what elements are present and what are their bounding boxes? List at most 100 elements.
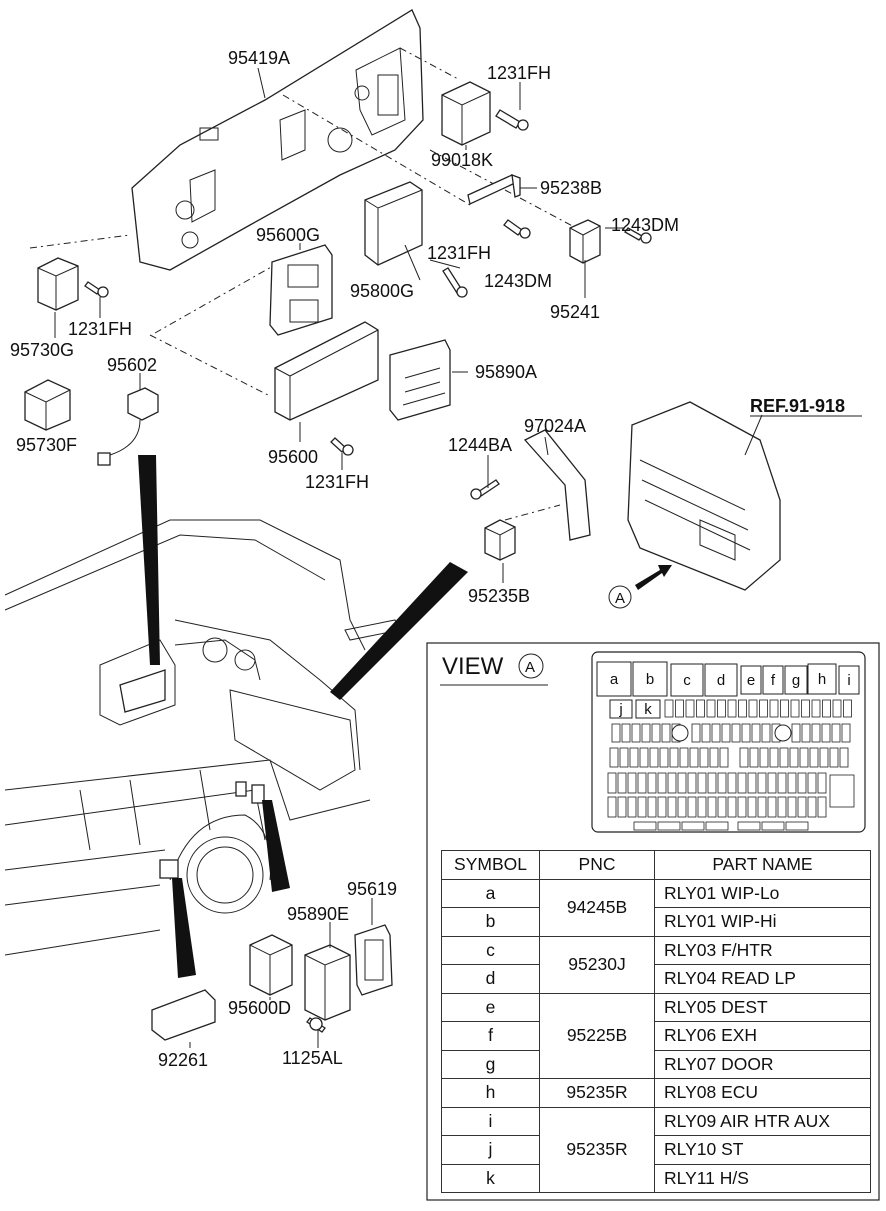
bracket-97024A xyxy=(523,429,591,541)
fuse-cell xyxy=(749,747,759,768)
fuse-cell xyxy=(779,747,789,768)
fuse-cell xyxy=(681,821,705,831)
fuse-cell xyxy=(767,796,777,818)
module-95600 xyxy=(274,321,379,421)
fuse-cell xyxy=(707,772,717,794)
fuse-cell xyxy=(687,772,697,794)
fuse-cell xyxy=(657,796,667,818)
label-1243DM: 1243DM xyxy=(484,271,552,291)
part-name-cell: RLY06 EXH xyxy=(654,1021,871,1051)
fuse-cell xyxy=(657,772,667,794)
symbol-cell: c xyxy=(441,935,540,965)
relay-slot-h xyxy=(807,663,837,695)
pnc-cell: 94245B xyxy=(539,878,655,937)
fuse-cell xyxy=(717,796,727,818)
part-92261 xyxy=(151,989,216,1041)
table-header-row: SYMBOL PNC PART NAME xyxy=(441,850,871,880)
header-symbol: SYMBOL xyxy=(441,850,540,880)
fuse-cell xyxy=(807,772,817,794)
fuse-cell xyxy=(717,772,727,794)
table-row: g RLY07 DOOR xyxy=(441,1049,871,1079)
fuse-cell xyxy=(739,747,749,768)
relay-slot-label: b xyxy=(646,671,654,688)
table-row: h 95235R RLY08 ECU xyxy=(441,1078,871,1108)
fuse-cell xyxy=(706,699,716,718)
symbol-cell: e xyxy=(441,992,540,1022)
fuse-cell xyxy=(679,747,689,768)
arrow-letter: A xyxy=(615,590,625,607)
label-1243DM: 1243DM xyxy=(611,215,679,235)
label-95600D: 95600D xyxy=(228,998,291,1018)
label-92261: 92261 xyxy=(158,1050,208,1070)
pnc-cell: 95230J xyxy=(539,935,655,994)
fuse-cell xyxy=(707,796,717,818)
fuse-cell xyxy=(677,796,687,818)
fuse-cell xyxy=(843,699,852,718)
fuse-cell xyxy=(759,699,768,718)
fuse-cell xyxy=(633,821,657,831)
fuse-cell xyxy=(697,796,707,818)
table-row: c 95230J RLY03 F/HTR xyxy=(441,935,871,994)
part-name-cell: RLY11 H/S xyxy=(654,1163,871,1193)
fuse-cell xyxy=(647,772,657,794)
fuse-cell xyxy=(807,796,817,818)
relay-slot-k xyxy=(635,699,661,719)
fuse-cell xyxy=(664,699,674,718)
fuse-cell xyxy=(761,821,785,831)
fuse-cell xyxy=(627,772,637,794)
relay-slot-f xyxy=(762,665,784,695)
fuse-cell xyxy=(809,747,819,768)
fuse-cell xyxy=(699,747,709,768)
fuse-cell xyxy=(769,699,779,718)
symbol-cell: i xyxy=(441,1106,540,1136)
fuse-cell xyxy=(629,747,639,768)
symbol-cell: k xyxy=(441,1163,540,1193)
fuse-cell xyxy=(649,747,659,768)
fuse-cell xyxy=(785,821,809,831)
relay-95730G xyxy=(37,257,79,311)
relay-slot-label: c xyxy=(683,672,691,689)
fuse-cell xyxy=(841,723,851,743)
view-panel-border xyxy=(426,642,880,1201)
table-row: b RLY01 WIP-Hi xyxy=(441,907,871,937)
pnc-cell: 95225B xyxy=(539,992,655,1079)
mount-hole-icon xyxy=(774,724,792,742)
fuse-cell xyxy=(789,747,799,768)
ref-label: REF.91-918 xyxy=(750,396,845,416)
label-97024A: 97024A xyxy=(524,416,586,436)
fuse-cell xyxy=(607,796,617,818)
bracket-95238B xyxy=(467,174,521,205)
label-99018K: 99018K xyxy=(431,150,493,170)
module-95890A xyxy=(389,339,451,421)
fuse-cell xyxy=(661,723,671,743)
fuse-cell xyxy=(737,772,747,794)
fuse-cell xyxy=(709,747,719,768)
relay-95600D xyxy=(249,934,293,996)
fuse-cell xyxy=(819,747,829,768)
fuse-cell xyxy=(719,747,729,768)
mount-hole-icon xyxy=(671,724,689,742)
table-row: i 95235R RLY09 AIR HTR AUX xyxy=(441,1106,871,1193)
label-1125AL: 1125AL xyxy=(282,1048,343,1068)
fuse-cell xyxy=(817,796,827,818)
part-name-cell: RLY09 AIR HTR AUX xyxy=(654,1106,871,1136)
relay-95730F xyxy=(24,379,71,431)
relay-95235B xyxy=(484,519,516,561)
relay-slot-e xyxy=(740,665,762,695)
label-95602: 95602 xyxy=(107,355,157,375)
fuse-cell xyxy=(801,723,811,743)
header-part-name: PART NAME xyxy=(654,850,871,880)
relay-slot-label: i xyxy=(847,672,850,689)
label-95890A: 95890A xyxy=(475,362,537,382)
fuse-cell xyxy=(651,723,661,743)
fuse-cell xyxy=(791,723,801,743)
fuse-cell xyxy=(799,747,809,768)
label-95600: 95600 xyxy=(268,447,318,467)
label-1244BA: 1244BA xyxy=(448,435,512,455)
part-99018K xyxy=(441,81,491,146)
fuse-cell xyxy=(657,821,681,831)
fuse-cell xyxy=(705,821,729,831)
fuse-cell xyxy=(619,747,629,768)
fuse-cell xyxy=(677,772,687,794)
